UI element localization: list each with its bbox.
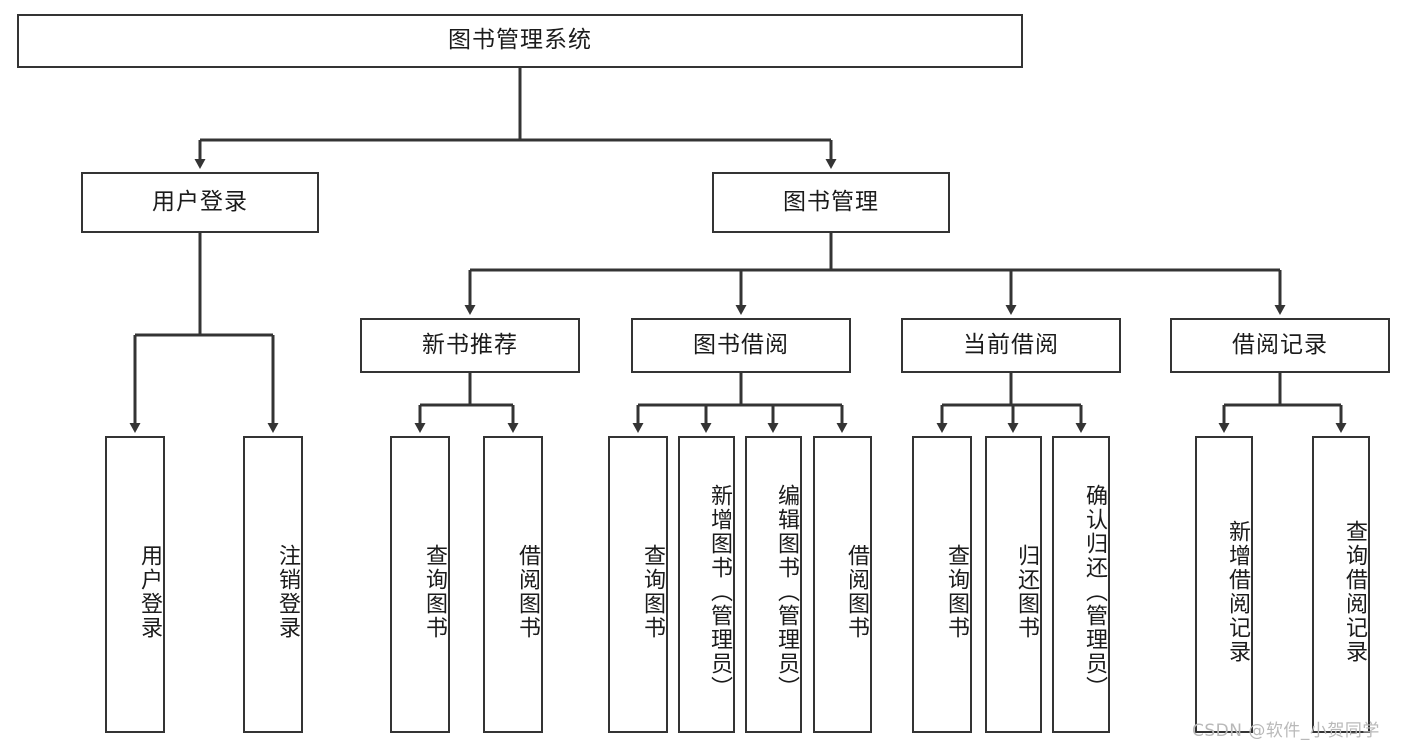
leaf-recommend-query-book[interactable]: 查询图书 — [390, 436, 450, 733]
leaf-current-return-book[interactable]: 归还图书 — [985, 436, 1042, 733]
node-book-borrow[interactable]: 图书借阅 — [631, 318, 851, 373]
node-user-login[interactable]: 用户登录 — [81, 172, 319, 233]
leaf-borrow-edit-book[interactable]: 编辑图书（管理员） — [745, 436, 802, 733]
leaf-borrow-edit-book-label: 编辑图书（管理员） — [774, 483, 799, 700]
node-root[interactable]: 图书管理系统 — [17, 14, 1023, 68]
leaf-user-login-label: 用户登录 — [137, 543, 162, 640]
leaf-record-query[interactable]: 查询借阅记录 — [1312, 436, 1370, 733]
leaf-user-logout-label: 注销登录 — [275, 543, 300, 640]
leaf-user-login[interactable]: 用户登录 — [105, 436, 165, 733]
leaf-current-return-book-label: 归还图书 — [1014, 543, 1039, 640]
leaf-record-query-label: 查询借阅记录 — [1342, 519, 1367, 664]
node-new-book-recommend[interactable]: 新书推荐 — [360, 318, 580, 373]
watermark: CSDN @软件_小贺同学 — [1192, 721, 1380, 741]
leaf-recommend-borrow-book-label: 借阅图书 — [515, 543, 540, 640]
leaf-borrow-borrow-book[interactable]: 借阅图书 — [813, 436, 872, 733]
node-root-label: 图书管理系统 — [448, 27, 592, 54]
leaf-borrow-add-book[interactable]: 新增图书（管理员） — [678, 436, 735, 733]
leaf-current-query-book-label: 查询图书 — [944, 543, 969, 640]
node-borrow-record[interactable]: 借阅记录 — [1170, 318, 1390, 373]
node-book-manage-label: 图书管理 — [783, 188, 879, 215]
leaf-borrow-query-book[interactable]: 查询图书 — [608, 436, 668, 733]
node-current-borrow-label: 当前借阅 — [963, 331, 1059, 358]
leaf-recommend-borrow-book[interactable]: 借阅图书 — [483, 436, 543, 733]
node-current-borrow[interactable]: 当前借阅 — [901, 318, 1121, 373]
leaf-record-add[interactable]: 新增借阅记录 — [1195, 436, 1253, 733]
node-new-book-recommend-label: 新书推荐 — [422, 331, 518, 358]
leaf-borrow-add-book-label: 新增图书（管理员） — [707, 483, 732, 700]
leaf-user-logout[interactable]: 注销登录 — [243, 436, 303, 733]
node-borrow-record-label: 借阅记录 — [1232, 331, 1328, 358]
leaf-recommend-query-book-label: 查询图书 — [422, 543, 447, 640]
leaf-record-add-label: 新增借阅记录 — [1225, 519, 1250, 664]
leaf-borrow-borrow-book-label: 借阅图书 — [844, 543, 869, 640]
leaf-current-confirm-return-label: 确认归还（管理员） — [1082, 483, 1107, 700]
node-book-manage[interactable]: 图书管理 — [712, 172, 950, 233]
leaf-current-confirm-return[interactable]: 确认归还（管理员） — [1052, 436, 1110, 733]
leaf-current-query-book[interactable]: 查询图书 — [912, 436, 972, 733]
node-user-login-label: 用户登录 — [152, 188, 248, 215]
node-book-borrow-label: 图书借阅 — [693, 331, 789, 358]
leaf-borrow-query-book-label: 查询图书 — [640, 543, 665, 640]
